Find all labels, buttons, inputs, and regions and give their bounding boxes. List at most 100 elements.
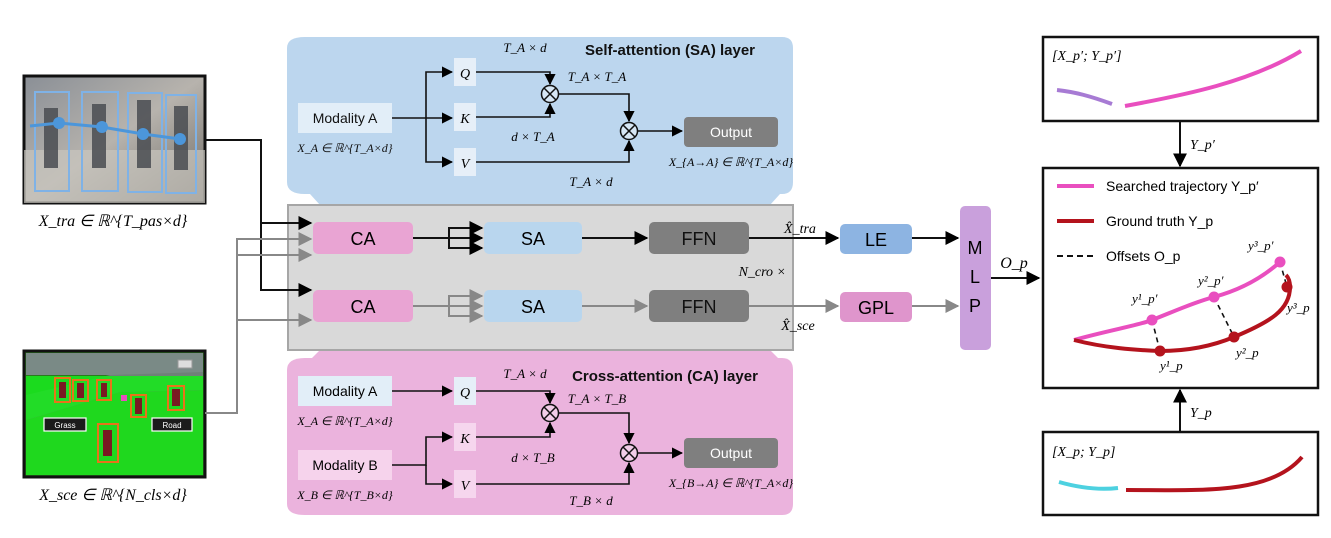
ca-box-bottom	[313, 290, 413, 322]
searched-point-1-label: y¹_p′	[1130, 291, 1158, 306]
top-history-panel: [X_p′; Y_p′]	[1041, 35, 1320, 123]
sa-panel-taper	[310, 194, 780, 205]
ca-output-box	[684, 438, 778, 468]
gt-point-1-label: y¹_p	[1158, 358, 1183, 373]
sa-v-dim: T_A × d	[569, 174, 613, 189]
ca-box-top	[313, 222, 413, 254]
sa-output-box	[684, 117, 778, 147]
ca-k-dim: d × T_B	[511, 450, 555, 465]
legend-offsets: Offsets O_p	[1106, 248, 1181, 264]
main-gray-arrows	[413, 289, 840, 323]
sa-q-dim: T_A × d	[503, 40, 547, 55]
ca-q-box	[454, 377, 476, 405]
ca-modality-a-label: Modality A	[313, 383, 378, 399]
ffn-box-bottom-label: FFN	[682, 297, 717, 317]
searched-point-3	[1274, 256, 1286, 268]
sce-input-eq: X_sce ∈ ℝ^{N_cls×d}	[38, 487, 187, 504]
top-history-label: [X_p′; Y_p′]	[1052, 49, 1122, 64]
sa-output-label: Output	[710, 124, 752, 140]
sa-modality-box	[298, 103, 392, 133]
sa-box-bottom	[484, 290, 582, 322]
sa-q-label: Q	[460, 67, 470, 82]
gt-point-3	[1281, 281, 1293, 293]
ca-layer-title: Cross-attention (CA) layer	[572, 368, 758, 385]
sa-q-box	[454, 58, 476, 86]
sa-k-dim: d × T_A	[511, 129, 555, 144]
gt-point-1	[1154, 345, 1166, 357]
searched-point-2-label: y²_p′	[1196, 273, 1224, 288]
le-box	[840, 224, 912, 254]
input-routing-gray	[205, 232, 313, 414]
sa-layer-title: Self-attention (SA) layer	[585, 42, 755, 59]
ca-qk-dim: T_A × T_B	[568, 391, 626, 406]
legend-ground-truth: Ground truth Y_p	[1106, 213, 1213, 229]
sa-layer-panel: Self-attention (SA) layer Modality A X_A…	[287, 37, 793, 205]
ffn-box-top-label: FFN	[682, 229, 717, 249]
sa-v-box	[454, 148, 476, 176]
ca-arrows	[392, 385, 684, 490]
scene-image: Grass Road	[22, 349, 207, 479]
sa-modality-eq: X_A ∈ ℝ^{T_A×d}	[296, 141, 392, 155]
searched-trajectory-curve	[1073, 260, 1282, 342]
ca-matmul-1-icon	[540, 403, 560, 423]
ffn-box-bottom	[649, 290, 749, 322]
bottom-history-panel: [X_p; Y_p]	[1041, 430, 1320, 517]
main-black-arrows	[413, 221, 840, 255]
bottom-history-label: [X_p; Y_p]	[1052, 445, 1115, 460]
gt-point-2-label: y²_p	[1234, 345, 1259, 360]
repeat-count: N_cro ×	[738, 265, 786, 280]
ca-modality-b-label: Modality B	[312, 457, 377, 473]
ca-box-top-label: CA	[350, 229, 375, 249]
ca-panel-taper	[310, 350, 780, 360]
searched-point-1	[1146, 314, 1158, 326]
ca-output-eq: X_{B→A} ∈ ℝ^{T_A×d}	[668, 476, 794, 490]
sa-box-bottom-label: SA	[521, 297, 545, 317]
ca-q-label: Q	[460, 386, 470, 401]
legend-searched: Searched trajectory Y_p′	[1106, 178, 1259, 194]
bottom-arrow-label: Y_p	[1190, 406, 1212, 421]
searched-point-3-label: y³_p′	[1246, 238, 1274, 253]
trajectory-image	[22, 74, 207, 205]
sa-qk-dim: T_A × T_A	[568, 69, 626, 84]
sa-arrows	[392, 66, 684, 168]
sa-matmul-1-icon	[540, 84, 560, 104]
gpl-box	[840, 292, 912, 322]
gt-point-2	[1228, 331, 1240, 343]
tra-hat-label: X̂_tra	[783, 221, 816, 237]
tra-input-eq: X_tra ∈ ℝ^{T_pas×d}	[38, 213, 188, 230]
sa-k-label: K	[459, 112, 470, 127]
mlp-box	[960, 206, 991, 350]
sa-box-top-label: SA	[521, 229, 545, 249]
sa-modality-label: Modality A	[313, 110, 378, 126]
ca-modality-a-eq: X_A ∈ ℝ^{T_A×d}	[296, 414, 392, 428]
ca-q-dim: T_A × d	[503, 366, 547, 381]
input-routing-black	[205, 139, 313, 297]
ca-modality-a-box	[298, 376, 392, 406]
ca-k-box	[454, 423, 476, 451]
ca-k-label: K	[459, 432, 470, 447]
sa-v-label: V	[461, 157, 471, 172]
gt-point-3-label: y³_p	[1285, 300, 1310, 315]
ffn-box-top	[649, 222, 749, 254]
sa-box-top	[484, 222, 582, 254]
ca-box-bottom-label: CA	[350, 297, 375, 317]
sa-panel-shape	[287, 37, 793, 194]
ca-output-label: Output	[710, 445, 752, 461]
cross-attention-block: CA CA SA SA FFN FFN N_cro × X̂_tra X̂_sc…	[287, 204, 1041, 351]
op-label: O_p	[1000, 255, 1028, 272]
top-arrow-label: Y_p′	[1190, 138, 1216, 153]
mlp-letter-p: P	[969, 296, 981, 316]
ca-layer-panel: Cross-attention (CA) layer Modality A X_…	[287, 350, 793, 515]
ca-v-dim: T_B × d	[569, 493, 613, 508]
gpl-label: GPL	[858, 298, 894, 318]
searched-point-2	[1208, 291, 1220, 303]
sa-matmul-2-icon	[619, 121, 639, 141]
grass-label: Grass	[54, 421, 75, 430]
le-label: LE	[865, 230, 887, 250]
ca-matmul-2-icon	[619, 443, 639, 463]
ca-modality-b-box	[298, 450, 392, 480]
offset-plot-panel: Searched trajectory Y_p′ Ground truth Y_…	[1041, 166, 1320, 390]
ca-v-box	[454, 470, 476, 498]
sa-output-eq: X_{A→A} ∈ ℝ^{T_A×d}	[668, 155, 794, 169]
